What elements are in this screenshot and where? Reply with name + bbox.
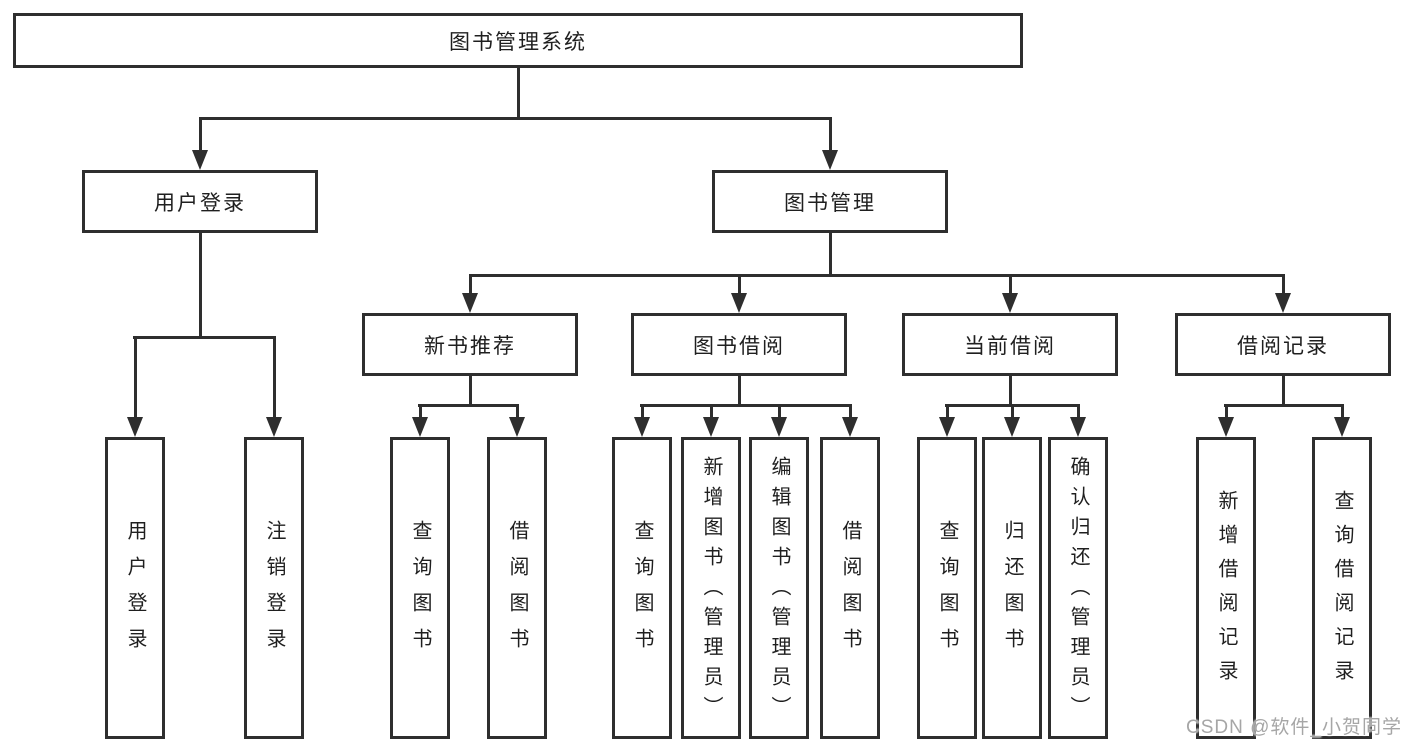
node-library-management-system: 图书管理系统 — [13, 13, 1023, 68]
connector-leaf-stem — [1011, 404, 1014, 420]
leaf-query-book-current: 查询图书 — [917, 437, 977, 739]
leaf-return-book: 归还图书 — [982, 437, 1042, 739]
arrowhead-down-icon — [1218, 417, 1234, 437]
leaf-edit-book-admin: 编辑图书（管理员） — [749, 437, 809, 739]
connector-leaf-stem — [946, 404, 949, 420]
arrowhead-down-icon — [412, 417, 428, 437]
leaf-borrow-book-recommend-label: 借阅图书 — [506, 520, 528, 664]
arrowhead-down-icon — [1275, 293, 1291, 313]
leaf-confirm-return-admin: 确认归还（管理员） — [1048, 437, 1108, 739]
connector-to-book-management — [829, 117, 832, 153]
connector-leaf-stem — [849, 404, 852, 420]
leaf-query-book-recommend-label: 查询图书 — [409, 520, 431, 664]
leaf-borrow-book: 借阅图书 — [820, 437, 880, 739]
leaf-query-book-current-label: 查询图书 — [936, 520, 958, 664]
connector-leaf-stem — [1225, 404, 1228, 420]
arrowhead-down-icon — [703, 417, 719, 437]
connector-to-leaf-user-login — [134, 336, 137, 419]
csdn-watermark: CSDN @软件_小贺同学 — [1186, 717, 1402, 738]
connector-record-bar — [1224, 404, 1344, 407]
connector-record-stem — [1282, 375, 1285, 407]
connector-to-book-borrow — [738, 274, 741, 296]
leaf-add-book-admin: 新增图书（管理员） — [681, 437, 741, 739]
leaf-logout: 注销登录 — [244, 437, 304, 739]
node-current-borrow: 当前借阅 — [902, 313, 1118, 376]
node-borrow-record: 借阅记录 — [1175, 313, 1391, 376]
leaf-query-borrow-record-label: 查询借阅记录 — [1331, 489, 1353, 694]
connector-root-stem — [517, 68, 520, 120]
connector-leaf-stem — [710, 404, 713, 420]
connector-level2-bar — [199, 117, 832, 120]
leaf-user-login-label: 用户登录 — [124, 520, 146, 664]
leaf-add-borrow-record: 新增借阅记录 — [1196, 437, 1256, 739]
connector-recommend-bar — [418, 404, 519, 407]
connector-leaf-stem — [641, 404, 644, 420]
connector-user-login-stem — [199, 233, 202, 339]
connector-to-new-book-recommend — [469, 274, 472, 296]
connector-leaf-stem — [419, 404, 422, 420]
leaf-logout-label: 注销登录 — [263, 520, 285, 664]
connector-level3-bar — [469, 274, 1285, 277]
arrowhead-down-icon — [1070, 417, 1086, 437]
arrowhead-down-icon — [266, 417, 282, 437]
connector-to-borrow-record — [1282, 274, 1285, 296]
leaf-user-login: 用户登录 — [105, 437, 165, 739]
arrowhead-down-icon — [634, 417, 650, 437]
arrowhead-down-icon — [509, 417, 525, 437]
leaf-add-book-admin-label: 新增图书（管理员） — [700, 455, 722, 726]
connector-book-management-stem — [829, 233, 832, 277]
connector-leaf-stem — [1077, 404, 1080, 420]
arrowhead-down-icon — [822, 150, 838, 170]
arrowhead-down-icon — [127, 417, 143, 437]
connector-to-leaf-logout — [273, 336, 276, 419]
arrowhead-down-icon — [462, 293, 478, 313]
node-user-login: 用户登录 — [82, 170, 318, 233]
leaf-return-book-label: 归还图书 — [1001, 520, 1023, 664]
connector-leaf-stem — [1341, 404, 1344, 420]
leaf-borrow-book-label: 借阅图书 — [839, 520, 861, 664]
node-book-management: 图书管理 — [712, 170, 948, 233]
arrowhead-down-icon — [1004, 417, 1020, 437]
arrowhead-down-icon — [939, 417, 955, 437]
connector-leaf-stem — [778, 404, 781, 420]
leaf-borrow-book-recommend: 借阅图书 — [487, 437, 547, 739]
connector-to-current-borrow — [1009, 274, 1012, 296]
arrowhead-down-icon — [771, 417, 787, 437]
leaf-add-borrow-record-label: 新增借阅记录 — [1215, 489, 1237, 694]
arrowhead-down-icon — [842, 417, 858, 437]
connector-borrow-stem — [738, 375, 741, 407]
arrowhead-down-icon — [1334, 417, 1350, 437]
leaf-edit-book-admin-label: 编辑图书（管理员） — [768, 455, 790, 726]
connector-current-stem — [1009, 375, 1012, 407]
node-new-book-recommend: 新书推荐 — [362, 313, 578, 376]
node-book-borrow: 图书借阅 — [631, 313, 847, 376]
connector-to-user-login — [199, 117, 202, 153]
arrowhead-down-icon — [1002, 293, 1018, 313]
connector-user-login-bar — [133, 336, 276, 339]
arrowhead-down-icon — [731, 293, 747, 313]
leaf-query-borrow-record: 查询借阅记录 — [1312, 437, 1372, 739]
leaf-confirm-return-admin-label: 确认归还（管理员） — [1067, 455, 1089, 726]
leaf-query-book-recommend: 查询图书 — [390, 437, 450, 739]
arrowhead-down-icon — [192, 150, 208, 170]
connector-borrow-bar — [640, 404, 852, 407]
leaf-query-book-borrow-label: 查询图书 — [631, 520, 653, 664]
connector-recommend-stem — [469, 375, 472, 407]
connector-leaf-stem — [516, 404, 519, 420]
leaf-query-book-borrow: 查询图书 — [612, 437, 672, 739]
